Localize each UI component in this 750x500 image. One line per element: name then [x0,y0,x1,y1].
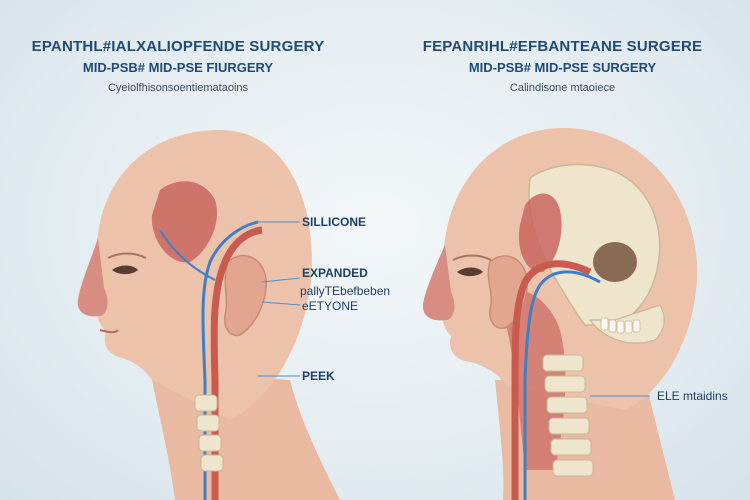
right-title: FEPANRIHL#EFBANTEANE SURGERE [422,38,703,55]
left-artery [210,226,263,500]
right-eyebrow [452,254,492,261]
right-nerve [523,270,601,500]
right-cervical-spine [542,354,594,477]
right-nose [422,245,455,321]
right-head-illustration [422,127,698,500]
left-ear [224,254,267,337]
label-silicone: SILLICONE [302,215,367,229]
left-panel: EPANTHL#IALXALIOPFENDE SURGERY MID-PSB# … [31,38,390,500]
label-expanded: EXPANDED [302,266,368,280]
left-eyebrow [107,252,147,259]
left-caption: Cyeiolfhisonsoentiemataoins [107,82,249,94]
left-nose [77,238,108,317]
label-peek: PEEK [302,369,335,383]
right-eye [457,267,483,277]
right-panel: FEPANRIHL#EFBANTEANE SURGERE MID-PSB# MI… [375,0,750,500]
left-nerve-branch [159,229,216,281]
label-pally: pallyTEbefbeben [300,284,391,298]
right-caption: Calindisone mtaoiece [509,82,616,94]
label-ethyone: eETYONE [302,299,359,313]
right-subtitle: MID-PSB# MID-PSE SURGERY [468,60,657,75]
left-eye [112,265,138,275]
right-teeth [600,317,641,334]
right-artery [511,260,592,500]
left-head-outline [82,130,312,420]
right-skull-orbit [593,242,637,282]
left-head-illustration [77,130,340,500]
left-cervical-spine [194,394,224,472]
left-title: EPANTHL#IALXALIOPFENDE SURGERY [31,38,325,55]
right-temporal-muscle [518,193,562,273]
left-subtitle: MID-PSB# MID-PSE FIURGERY [82,60,274,75]
left-nerve [201,220,259,500]
label-ele: ELE mtaidins [657,389,728,403]
left-mouth [99,329,119,334]
